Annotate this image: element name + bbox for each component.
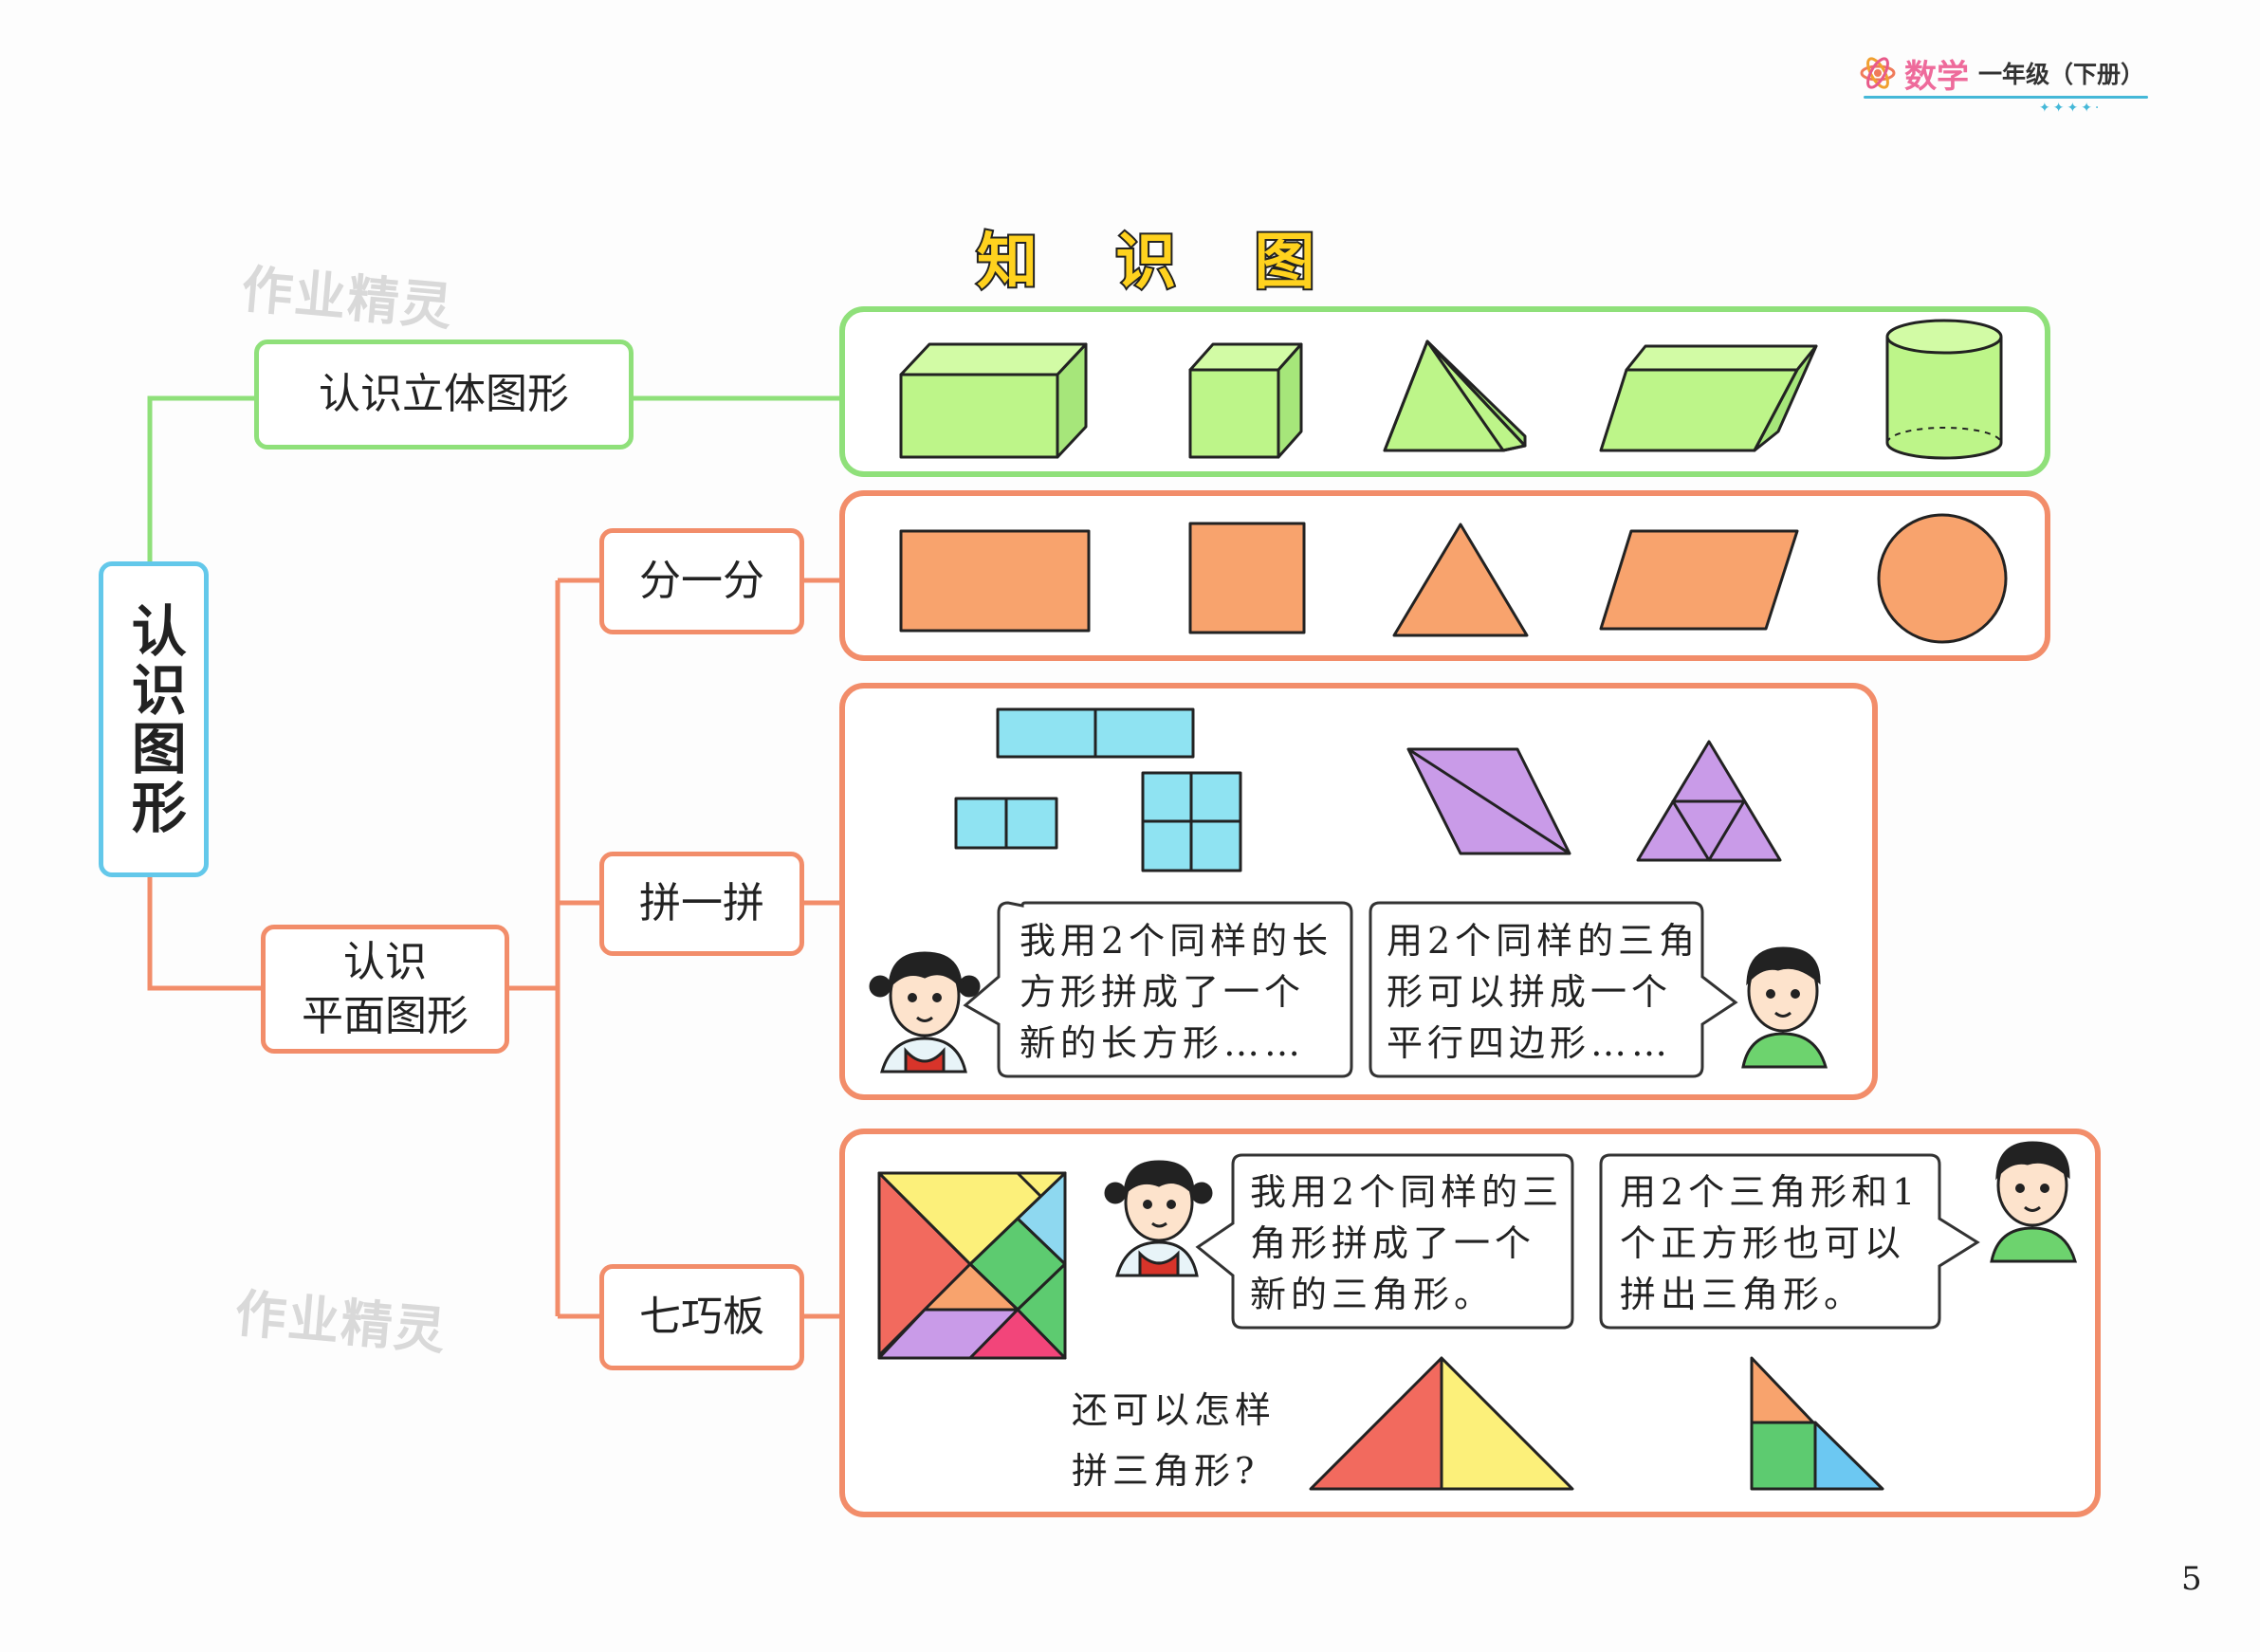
two-triangles-combined <box>1309 1356 1574 1491</box>
two-rectangles-combined <box>996 707 1195 759</box>
speech-bubble-girl-tri <box>1195 1153 1574 1330</box>
node-combine-label: 拼一拼 <box>639 879 764 928</box>
speech-bubble-girl-rect <box>963 901 1353 1078</box>
speech-line: 新的三角形。 <box>1250 1274 1496 1315</box>
speech-line: 形可以拼成一个 <box>1387 971 1673 1013</box>
question-line: 还可以怎样 <box>1072 1389 1277 1431</box>
page-header: 数学 一年级（下册） <box>1859 49 2144 97</box>
triangle-shape <box>1392 523 1529 637</box>
node-divide-label: 分一分 <box>639 557 764 606</box>
cylinder-shape <box>1885 319 2003 460</box>
speech-text-boy-para: 用2个同样的三角 形可以拼成一个 平行四边形…… <box>1387 915 1700 1069</box>
parallelogram-prism-shape <box>1599 344 1818 452</box>
node-plane-shapes: 认识 平面图形 <box>261 925 509 1054</box>
speech-line: 新的长方形…… <box>1020 1022 1306 1064</box>
speech-bubble-boy-para <box>1369 901 1738 1078</box>
root-node: 认识图形 <box>99 561 209 877</box>
node-combine: 拼一拼 <box>599 852 804 956</box>
rectangle-shape <box>899 529 1091 633</box>
speech-line: 拼出三角形。 <box>1620 1274 1865 1315</box>
triangle-from-four-triangles <box>1636 740 1782 862</box>
question-text: 还可以怎样 拼三角形? <box>1072 1380 1276 1501</box>
triangular-prism-shape <box>1383 340 1527 452</box>
node-solid-label: 认识立体图形 <box>319 370 569 419</box>
speech-bubble-boy-tri <box>1599 1153 1980 1330</box>
cube-shape <box>1188 342 1303 459</box>
boy-avatar-2 <box>1990 1141 2077 1263</box>
header-dots: ✦✦✦✦· <box>2039 101 2103 116</box>
square-shape <box>1188 522 1306 634</box>
node-solid-shapes: 认识立体图形 <box>254 340 634 450</box>
girl-avatar-2 <box>1104 1160 1213 1277</box>
root-label: 认识图形 <box>121 601 187 837</box>
two-squares-combined <box>954 797 1058 850</box>
four-squares-combined <box>1141 771 1242 872</box>
header-grade: 一年级（下册） <box>1978 61 2145 88</box>
speech-text-boy-tri: 用2个三角形和1 个正方形也可以 拼出三角形。 <box>1620 1166 1920 1320</box>
node-plane-label: 认识 平面图形 <box>302 937 469 1040</box>
node-tangram-label: 七巧板 <box>639 1293 764 1342</box>
page-number: 5 <box>2181 1560 2202 1598</box>
tangram-square <box>877 1171 1067 1360</box>
header-underline <box>1864 96 2148 99</box>
speech-text-girl-rect: 我用2个同样的长 方形拼成了一个 新的长方形…… <box>1020 915 1332 1069</box>
speech-line: 个正方形也可以 <box>1620 1222 1906 1264</box>
boy-avatar-1 <box>1741 946 1828 1069</box>
cuboid-shape <box>899 342 1088 459</box>
girl-avatar-1 <box>869 951 981 1074</box>
parallelogram-from-triangles <box>1406 747 1571 855</box>
parallelogram-shape <box>1599 529 1799 631</box>
speech-line: 我用2个同样的三 <box>1250 1171 1564 1213</box>
speech-line: 用2个同样的三角 <box>1387 920 1700 962</box>
atom-icon <box>1860 57 1896 89</box>
header-subject: 数学 <box>1904 57 1969 96</box>
circle-shape <box>1877 513 2008 644</box>
speech-line: 平行四边形…… <box>1387 1022 1673 1064</box>
speech-line: 方形拼成了一个 <box>1020 971 1306 1013</box>
node-tangram: 七巧板 <box>599 1264 804 1370</box>
page-title: 知 识 图 <box>975 226 1344 300</box>
question-line: 拼三角形? <box>1072 1450 1259 1492</box>
speech-text-girl-tri: 我用2个同样的三 角形拼成了一个 新的三角形。 <box>1250 1166 1563 1320</box>
speech-line: 我用2个同样的长 <box>1020 920 1333 962</box>
speech-line: 角形拼成了一个 <box>1250 1222 1536 1264</box>
speech-line: 用2个三角形和1 <box>1620 1171 1920 1213</box>
node-divide: 分一分 <box>599 528 804 634</box>
triangles-and-square-combined <box>1750 1356 1884 1491</box>
